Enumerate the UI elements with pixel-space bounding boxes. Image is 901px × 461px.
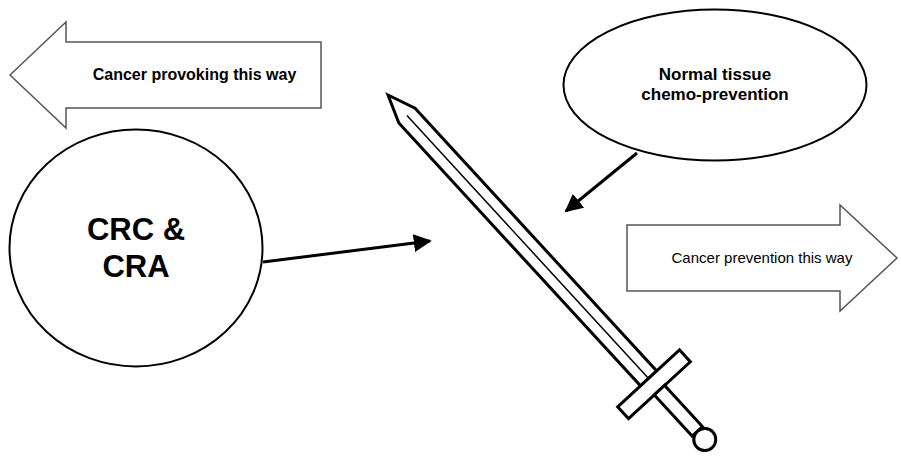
text-area: CRC & CRA [38, 158, 234, 338]
node-label: Normal tissue chemo-prevention [633, 65, 798, 106]
sword-grip [654, 385, 702, 436]
ellipse-node: Normal tissue chemo-prevention [562, 8, 868, 162]
text-area: Cancer prevention this way [637, 225, 887, 291]
text-area: Normal tissue chemo-prevention [602, 28, 828, 142]
pointer-arrow [263, 241, 430, 262]
node-outline [8, 128, 264, 368]
node-label: Cancer provoking this way [93, 65, 297, 84]
circle-node: CRC & CRA [8, 128, 264, 368]
sword-pommel [689, 424, 720, 455]
text-area: Cancer provoking this way [68, 42, 321, 108]
node-outline [627, 205, 897, 311]
node-label: CRC & CRA [81, 211, 191, 285]
block-arrow: Cancer provoking this way [8, 20, 323, 130]
block-arrow: Cancer prevention this way [625, 203, 899, 313]
node-outline [10, 130, 263, 367]
node-label: Cancer prevention this way [672, 249, 853, 267]
sword-fuller [407, 116, 649, 379]
node-outline [564, 10, 867, 161]
node-outline [10, 22, 321, 128]
pointer-arrow [566, 153, 637, 211]
